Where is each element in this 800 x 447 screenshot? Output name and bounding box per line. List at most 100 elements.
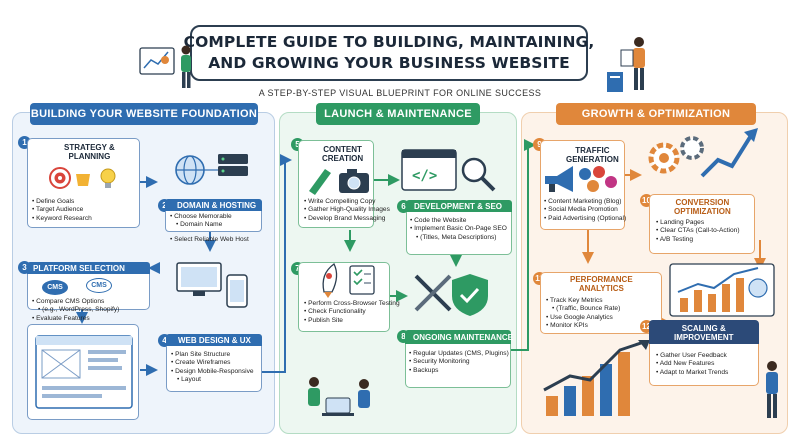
step-1-title-line-2: PLANNING (68, 152, 111, 161)
tools-shield-icon (414, 274, 488, 316)
megaphone-social-icon (545, 166, 617, 192)
step-12-title: SCALING & IMPROVEMENT (674, 324, 734, 342)
gears-growth-icon (648, 128, 758, 178)
step-11-title-line-2: ANALYTICS (578, 284, 624, 293)
step-11-title-line-1: PERFORMANCE (570, 275, 633, 284)
step-12-item: Adapt to Market Trends (656, 369, 729, 377)
step-2-items: Choose Memorable Domain Name (170, 213, 232, 230)
server-globe-icon (175, 154, 248, 185)
step-3-items: Compare CMS Options (e.g., WordPress, Sh… (32, 298, 119, 323)
step-10-title-line-2: OPTIMIZATION (674, 207, 731, 216)
step-8-item: Security Monitoring (409, 358, 509, 366)
step-7-item: Perform Cross-Browser Testing (304, 300, 399, 308)
step-7-items: Perform Cross-Browser Testing Check Func… (304, 300, 400, 325)
target-icon (49, 167, 116, 189)
step-6-item: Implement Basic On-Page SEO (410, 225, 507, 233)
step-1-title: STRATEGY & PLANNING (64, 143, 115, 161)
step-5-item: Write Compelling Copy (304, 198, 390, 206)
step-2-item: Select Reliable Web Host (170, 236, 249, 244)
devices-icon (176, 262, 248, 308)
step-9-item: Social Media Promotion (544, 206, 626, 214)
step-12-item: Gather User Feedback (656, 352, 728, 360)
step-2-items-extra: Select Reliable Web Host (170, 236, 249, 244)
growth-bars-icon (543, 340, 650, 416)
section-growth-banner: GROWTH & OPTIMIZATION (556, 103, 756, 125)
step-3-item: Evaluate Features (32, 315, 119, 323)
step-1-items: Define Goals Target Audience Keyword Res… (32, 198, 92, 223)
step-8-item: Backups (409, 367, 509, 375)
title-banner: COMPLETE GUIDE TO BUILDING, MAINTAINING,… (184, 25, 594, 81)
step-3-item: Compare CMS Options (32, 298, 119, 306)
step-6-title: DEVELOPMENT & SEO (406, 200, 512, 212)
step-9-title-line-2: GENERATION (566, 155, 619, 164)
step-9-item: Paid Advertising (Optional) (544, 215, 626, 223)
step-8-item: Regular Updates (CMS, Plugins) (409, 350, 509, 358)
step-12-item: Add New Features (656, 360, 728, 368)
step-8-items: Regular Updates (CMS, Plugins) Security … (409, 350, 509, 375)
step-10-item: Clear CTAs (Call-to-Action) (656, 227, 739, 235)
step-1-item: Target Audience (32, 206, 92, 214)
step-1-title-line-1: STRATEGY & (64, 143, 115, 152)
step-9-item: Content Marketing (Blog) (544, 198, 626, 206)
step-7-item: Check Functionality (304, 308, 400, 316)
step-11-item: Monitor KPIs (546, 322, 620, 330)
step-6-item-cont: (Titles, Meta Descriptions) (410, 234, 507, 242)
step-9-title: TRAFFIC GENERATION (566, 146, 619, 164)
step-5-item: Develop Brand Messaging (304, 215, 390, 223)
step-12-header (649, 320, 759, 344)
team-laptop-icon (308, 377, 370, 416)
step-11-items: Track Key Metrics (Traffic, Bounce Rate)… (546, 297, 620, 331)
step-8-title: ONGOING MAINTENANCE (405, 330, 513, 344)
step-10-title-line-1: CONVERSION (675, 198, 730, 207)
step-6-item: Code the Website (410, 217, 507, 225)
step-4-item: Design Mobile-Responsive (171, 368, 253, 376)
step-7-item: Publish Site (304, 317, 400, 325)
step-1-item: Define Goals (32, 198, 92, 206)
section-build-banner: BUILDING YOUR WEBSITE FOUNDATION (30, 103, 258, 125)
step-2-item: Choose Memorable (170, 213, 232, 221)
step-3-title: PLATFORM SELECTION (27, 262, 150, 274)
cms-badge-2: CMS (86, 278, 112, 293)
step-5-title-line-1: CONTENT (323, 145, 362, 154)
step-12-items: Gather User Feedback Add New Features Ad… (656, 352, 729, 377)
wireframe-icon (35, 335, 133, 409)
step-1-item: Keyword Research (32, 215, 92, 223)
planner-illustration-icon (607, 37, 645, 92)
svg-text:</>: </> (412, 168, 437, 184)
subtitle: A STEP-BY-STEP VISUAL BLUEPRINT FOR ONLI… (258, 88, 542, 98)
step-4-item: Create Wireframes (171, 359, 254, 367)
step-11-item: Use Google Analytics (546, 314, 620, 322)
step-10-items: Landing Pages Clear CTAs (Call-to-Action… (656, 219, 740, 244)
step-5-title: CONTENT CREATION (322, 145, 363, 163)
step-3-item-cont: (e.g., WordPress, Shopify) (32, 306, 119, 314)
step-5-items: Write Compelling Copy Gather High-Qualit… (304, 198, 390, 223)
title-line-1: COMPLETE GUIDE TO BUILDING, MAINTAINING, (183, 33, 595, 51)
step-11-item-cont: (Traffic, Bounce Rate) (546, 305, 620, 313)
step-11-title: PERFORMANCE ANALYTICS (570, 275, 633, 293)
step-10-title: CONVERSION OPTIMIZATION (674, 198, 731, 216)
step-5-item: Gather High-Quality Images (304, 206, 390, 214)
step-11-item: Track Key Metrics (546, 297, 620, 305)
step-10-item: A/B Testing (656, 236, 740, 244)
analytics-chart-icon (669, 263, 775, 317)
presenter-illustration-icon (139, 45, 191, 88)
code-window-icon: </> (401, 149, 496, 192)
cms-badge-1: CMS (42, 280, 68, 295)
step-2-item-cont: Domain Name (170, 221, 232, 229)
step-9-items: Content Marketing (Blog) Social Media Pr… (544, 198, 626, 223)
rocket-checklist-icon (322, 263, 375, 298)
section-launch-banner: LAUNCH & MAINTENANCE (316, 103, 480, 125)
person-tablet-icon (766, 361, 778, 418)
title-line-2: AND GROWING YOUR BUSINESS WEBSITE (208, 54, 570, 72)
step-6-items: Code the Website Implement Basic On-Page… (410, 217, 507, 242)
step-4-items: Plan Site Structure Create Wireframes De… (171, 351, 254, 385)
step-12-title-line-1: SCALING & (681, 324, 726, 333)
step-9-title-line-1: TRAFFIC (575, 146, 610, 155)
pen-camera-icon (309, 169, 369, 195)
step-5-title-line-2: CREATION (322, 154, 364, 163)
step-12-title-line-2: IMPROVEMENT (674, 333, 734, 342)
step-10-item: Landing Pages (656, 219, 740, 227)
step-4-title: WEB DESIGN & UX (166, 334, 262, 346)
step-4-item-cont: Layout (171, 376, 254, 384)
